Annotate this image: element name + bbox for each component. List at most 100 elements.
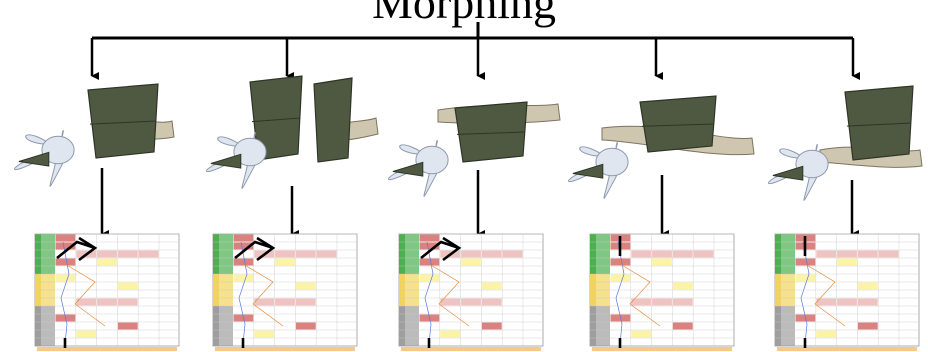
table-section-band [213, 290, 219, 298]
table-label-cell [781, 266, 795, 274]
table-section-band [35, 290, 41, 298]
table-section-band [590, 274, 596, 282]
table-cell-highlight [55, 234, 76, 242]
table-cell-highlight [481, 250, 502, 258]
table-section-band [590, 290, 596, 298]
table-label-cell [405, 338, 419, 346]
table-label-cell [781, 234, 795, 242]
table-cell-highlight [295, 282, 316, 290]
morph-path [64, 263, 106, 327]
table-section-band [399, 234, 405, 242]
table-cell-highlight [419, 234, 440, 242]
table-section-band [775, 242, 781, 250]
hull-body [844, 85, 914, 161]
table-cell-highlight [481, 322, 502, 330]
morph-path [424, 241, 434, 345]
table-section-band [775, 274, 781, 282]
hull-edge [251, 117, 301, 123]
table-label-cell [405, 282, 419, 290]
propulsor-sketch-5 [767, 85, 923, 201]
table-section-band [775, 322, 781, 330]
table-cell-highlight [610, 274, 631, 282]
table-section-band [213, 314, 219, 322]
table-label-cell [41, 234, 55, 242]
table-section-band [35, 242, 41, 250]
table-section-band [775, 338, 781, 346]
table-label-cell [596, 234, 610, 242]
table-footer [777, 347, 917, 351]
table-section-band [35, 314, 41, 322]
table-cell-highlight [275, 258, 295, 266]
table-cell-highlight [672, 298, 693, 306]
table-section-band [590, 306, 596, 314]
table-cell-highlight [419, 258, 440, 266]
table-section-band [775, 290, 781, 298]
table-section-band [399, 338, 405, 346]
table-section-band [213, 298, 219, 306]
table-section-band [399, 314, 405, 322]
table-cell-highlight [440, 298, 461, 306]
morph-path [428, 263, 470, 327]
table-label-cell [405, 258, 419, 266]
table-section-band [213, 266, 219, 274]
table-section-band [213, 330, 219, 338]
table-label-cell [405, 242, 419, 250]
table-label-cell [219, 298, 233, 306]
spinner-cone [210, 153, 242, 169]
hull-body [639, 95, 717, 153]
table-cell-highlight [461, 250, 481, 258]
morph-path [615, 241, 625, 345]
table-section-band [590, 234, 596, 242]
table-cell-highlight [295, 250, 316, 258]
table-label-cell [41, 330, 55, 338]
table-label-cell [41, 258, 55, 266]
table-label-cell [405, 290, 419, 298]
table-section-band [775, 330, 781, 338]
table-cell-highlight [631, 330, 652, 338]
table-section-band [399, 258, 405, 266]
table-cell-highlight [233, 274, 254, 282]
table-section-band [590, 258, 596, 266]
table-section-band [775, 234, 781, 242]
table-cell-highlight [631, 298, 652, 306]
propulsor-sketch-3 [387, 101, 561, 197]
morphing-branch-arrows [90, 22, 860, 80]
hull-edge [846, 122, 912, 127]
table-section-band [213, 234, 219, 242]
table-cell-highlight [295, 298, 316, 306]
table-section-band [399, 266, 405, 274]
table-label-cell [781, 290, 795, 298]
table-label-cell [781, 298, 795, 306]
propeller-hub [415, 145, 449, 175]
table-label-cell [219, 314, 233, 322]
table-label-cell [781, 314, 795, 322]
table-section-band [590, 314, 596, 322]
spinner-cone [772, 165, 804, 181]
table-cell-highlight [502, 250, 523, 258]
table-label-cell [781, 322, 795, 330]
table-label-cell [41, 290, 55, 298]
table-label-cell [405, 298, 419, 306]
morph-path [60, 241, 70, 345]
table-label-cell [596, 330, 610, 338]
table-section-band [35, 298, 41, 306]
morph-table-4 [589, 233, 735, 351]
table-cell-highlight [233, 258, 254, 266]
table-cell-highlight [631, 250, 652, 258]
table-cell-highlight [816, 330, 837, 338]
propeller-hub [595, 147, 629, 177]
table-cell-highlight [652, 250, 672, 258]
table-label-cell [596, 242, 610, 250]
selection-chevron [256, 236, 276, 262]
diagram-title: Morphing [372, 0, 556, 28]
table-footer [401, 347, 541, 351]
table-cell-highlight [857, 250, 878, 258]
table-section-band [35, 266, 41, 274]
selection-mark [234, 240, 274, 260]
table-label-cell [405, 274, 419, 282]
table-label-cell [219, 330, 233, 338]
table-label-cell [781, 282, 795, 290]
table-section-band [590, 242, 596, 250]
table-cell-highlight [316, 250, 337, 258]
